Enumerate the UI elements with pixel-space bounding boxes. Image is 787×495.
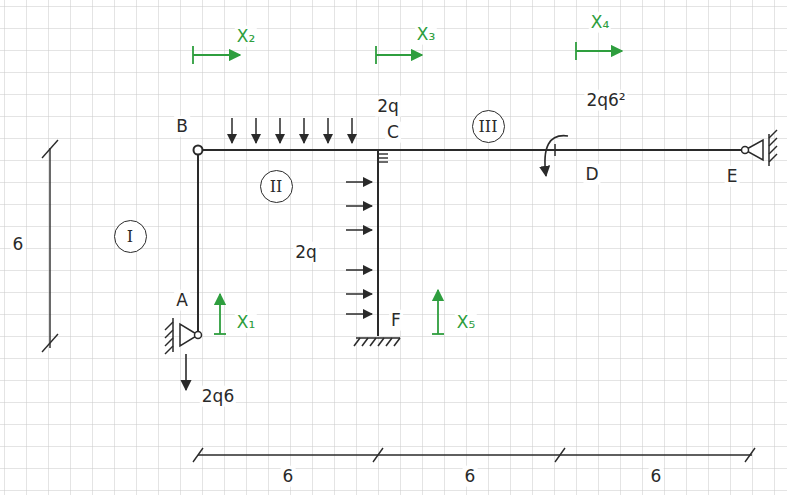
dimension-label: 6 — [11, 234, 26, 255]
load-label: 2q — [293, 242, 319, 263]
point-label: D — [583, 164, 600, 185]
dimension-label: 6 — [649, 466, 664, 487]
fixed-support — [354, 338, 400, 346]
distributed-load — [346, 182, 372, 314]
pin-support — [742, 130, 778, 166]
point-label: B — [174, 116, 190, 137]
load-label: 2q — [375, 96, 401, 117]
moment-arrow — [545, 136, 568, 176]
point-mark — [554, 144, 556, 156]
member-number-text: I — [127, 227, 133, 246]
point-label: F — [389, 310, 403, 331]
unknown-label: X₂ — [235, 26, 257, 47]
unknown-label: X₃ — [415, 24, 437, 45]
distributed-load — [232, 118, 352, 143]
member-number: III — [472, 110, 505, 143]
frame-members — [198, 150, 745, 336]
moment-label: 2q6² — [584, 90, 627, 111]
member-number: II — [260, 170, 293, 203]
hinge — [194, 146, 203, 155]
point-label: A — [174, 290, 190, 311]
dimension-label: 6 — [463, 466, 478, 487]
unknown-label: X₄ — [589, 12, 611, 33]
dimension-lines — [42, 140, 755, 462]
pin-support — [165, 318, 202, 354]
dimension-label: 6 — [281, 466, 296, 487]
unknown-label: X₅ — [455, 312, 477, 333]
member-number-text: III — [479, 117, 498, 136]
member-number-text: II — [270, 177, 283, 196]
unknown-arrows — [193, 42, 622, 334]
point-label: E — [725, 166, 740, 187]
rigid-joint — [378, 154, 388, 162]
point-label: C — [385, 122, 401, 143]
unknown-label: X₁ — [235, 312, 257, 333]
force-label: 2q6 — [200, 386, 236, 407]
point-force — [185, 354, 187, 390]
member-number: I — [114, 220, 147, 253]
